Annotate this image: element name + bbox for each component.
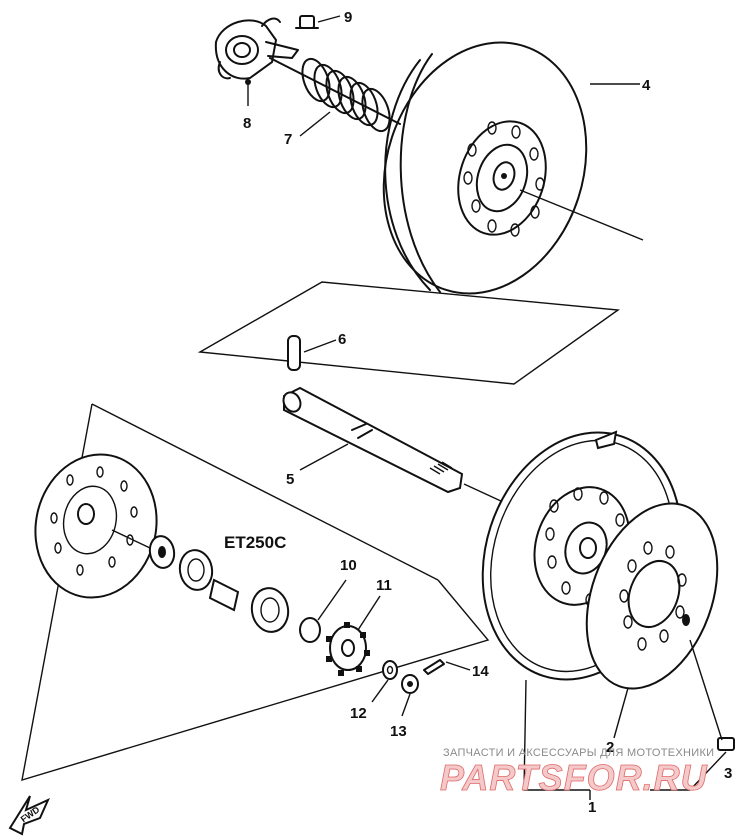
leader-lines (523, 83, 727, 800)
lower-panel-frame (21, 403, 490, 782)
callout-4: 4 (642, 77, 651, 94)
watermark-caption: ЗАПЧАСТИ И АКСЕССУАРЫ ДЛЯ МОТОТЕХНИКИ (443, 747, 714, 759)
watermark-logo: PARTSFOR.RU (440, 757, 708, 798)
bearing-2 (178, 549, 214, 591)
callout-1: 1 (588, 799, 596, 816)
shaft-panel-frame (197, 281, 620, 385)
callout-8: 8 (243, 115, 251, 132)
part-7-spring (269, 57, 401, 137)
part-2-cover-disc (585, 502, 719, 690)
callout-9: 9 (344, 9, 352, 26)
callout-3: 3 (724, 765, 732, 782)
callout-12: 12 (350, 705, 367, 722)
model-label: ET250C (224, 533, 286, 552)
callout-14: 14 (472, 663, 489, 680)
callout-7: 7 (284, 131, 292, 148)
part-8-spider (214, 17, 299, 106)
bearing-3 (250, 587, 290, 633)
part-6-pin (287, 335, 337, 371)
part-3-bolt (689, 639, 735, 751)
spacer-collar (208, 578, 240, 612)
callout-6: 6 (338, 331, 346, 348)
part-12-washer (371, 660, 398, 703)
callout-numbers: 1 2 3 4 5 6 7 8 9 10 11 12 13 14 (243, 9, 732, 816)
part-9-screw (295, 15, 341, 29)
callout-11: 11 (376, 577, 392, 594)
callout-13: 13 (390, 723, 407, 740)
part-10-collar (299, 579, 347, 643)
forward-arrow: FWD (8, 795, 50, 836)
part-14-cotter-pin (423, 659, 471, 675)
part-13-nut (401, 674, 419, 717)
callout-5: 5 (286, 471, 294, 488)
et250c-disc (34, 453, 158, 599)
bearing-1 (148, 535, 176, 569)
part-4-sheave (382, 41, 644, 295)
watermark: ЗАПЧАСТИ И АКСЕССУАРЫ ДЛЯ МОТОТЕХНИКИ PA… (440, 747, 714, 798)
part-11-sprocket (326, 595, 381, 676)
callout-2: 2 (606, 739, 614, 756)
part-5-shaft (282, 386, 517, 509)
callout-10: 10 (340, 557, 357, 574)
